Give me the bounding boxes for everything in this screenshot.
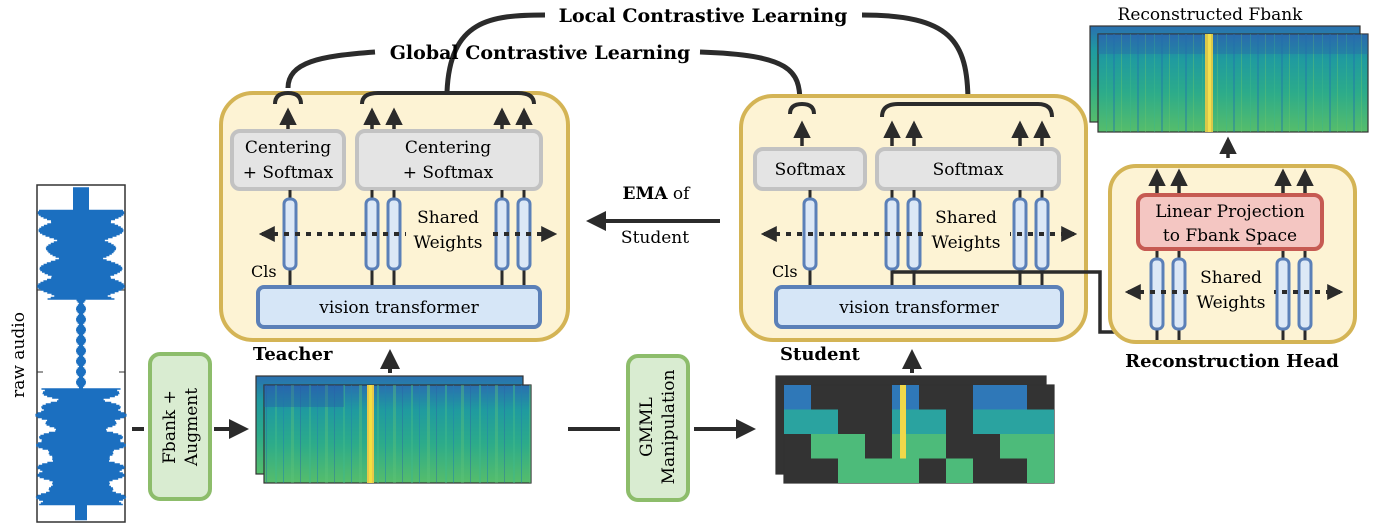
audio-waveform	[35, 187, 127, 521]
visible-patch	[811, 434, 838, 459]
visible-patch	[838, 458, 865, 483]
fbank-augment-label-1: Fbank +	[160, 390, 180, 464]
linear-projection-2: to Fbank Space	[1163, 226, 1297, 246]
visible-patch	[973, 385, 1000, 410]
teacher-vit-label: vision transformer	[318, 298, 479, 318]
visible-patch	[919, 434, 946, 459]
fbank-augment-box: Fbank + Augment	[148, 352, 212, 501]
teacher-centering-patch-2: + Softmax	[403, 163, 494, 183]
teacher-cls-label: Cls	[251, 262, 277, 281]
teacher-centering-cls-1: Centering	[245, 138, 331, 158]
visible-patch	[1000, 434, 1027, 459]
teacher-centering-cls-2: + Softmax	[243, 163, 334, 183]
raw-audio-plot	[35, 184, 127, 523]
student-softmax-cls: Softmax	[775, 160, 846, 180]
teacher-spectrogram	[255, 375, 532, 484]
global-contrastive-label: Global Contrastive Learning	[390, 42, 691, 64]
ema-student-label: Student	[621, 228, 689, 248]
visible-patch	[919, 409, 946, 434]
visible-patch	[946, 458, 973, 483]
student-softmax-patch: Softmax	[933, 160, 1004, 180]
local-contrastive-label: Local Contrastive Learning	[559, 5, 848, 27]
teacher-shared-1: Shared	[417, 208, 479, 228]
linear-projection-1: Linear Projection	[1155, 202, 1305, 222]
visible-patch	[811, 409, 838, 434]
visible-patch	[973, 409, 1000, 434]
visible-patch	[1027, 434, 1054, 459]
waveform-trace	[35, 187, 127, 521]
recon-shared-2: Weights	[1197, 293, 1266, 313]
visible-patch	[1000, 409, 1027, 434]
recon-connector	[892, 270, 1122, 334]
student-panel: Softmax Softmax Shared Weights Cls	[739, 94, 1088, 342]
reconstruction-head-panel: Linear Projection to Fbank Space Shared …	[1108, 164, 1357, 344]
gmml-manipulation-box: GMML Manipulation	[626, 354, 690, 502]
visible-patch	[784, 385, 811, 410]
visible-patch	[838, 434, 865, 459]
contrastive-connectors	[285, 12, 971, 104]
student-cls-label: Cls	[772, 262, 798, 281]
student-shared-1: Shared	[935, 208, 997, 228]
teacher-label: Teacher	[253, 344, 333, 365]
visible-patch	[892, 458, 919, 483]
teacher-shared-2: Weights	[414, 233, 483, 253]
visible-patch	[784, 409, 811, 434]
visible-patch	[865, 458, 892, 483]
reconstruction-head-label: Reconstruction Head	[1125, 351, 1339, 372]
visible-patch	[1027, 409, 1054, 434]
student-masked-spectrogram	[775, 375, 1055, 484]
teacher-centering-patch-1: Centering	[405, 138, 491, 158]
reconstructed-fbank-label: Reconstructed Fbank	[1118, 5, 1304, 25]
highlight-band	[900, 385, 906, 459]
teacher-panel: Centering + Softmax Centering + Softmax	[219, 90, 570, 342]
student-vit-label: vision transformer	[838, 298, 999, 318]
fbank-augment-label-2: Augment	[182, 388, 202, 467]
visible-patch	[1027, 458, 1054, 483]
reconstructed-fbank	[1089, 25, 1369, 133]
recon-shared-1: Shared	[1200, 268, 1262, 288]
gmml-label-1: GMML	[637, 397, 657, 457]
raw-audio-label: raw audio	[9, 312, 29, 398]
student-shared-2: Weights	[932, 233, 1001, 253]
ema-label: EMA of	[623, 184, 692, 204]
gmml-label-2: Manipulation	[659, 370, 679, 485]
visible-patch	[1000, 385, 1027, 410]
student-label: Student	[780, 344, 861, 365]
